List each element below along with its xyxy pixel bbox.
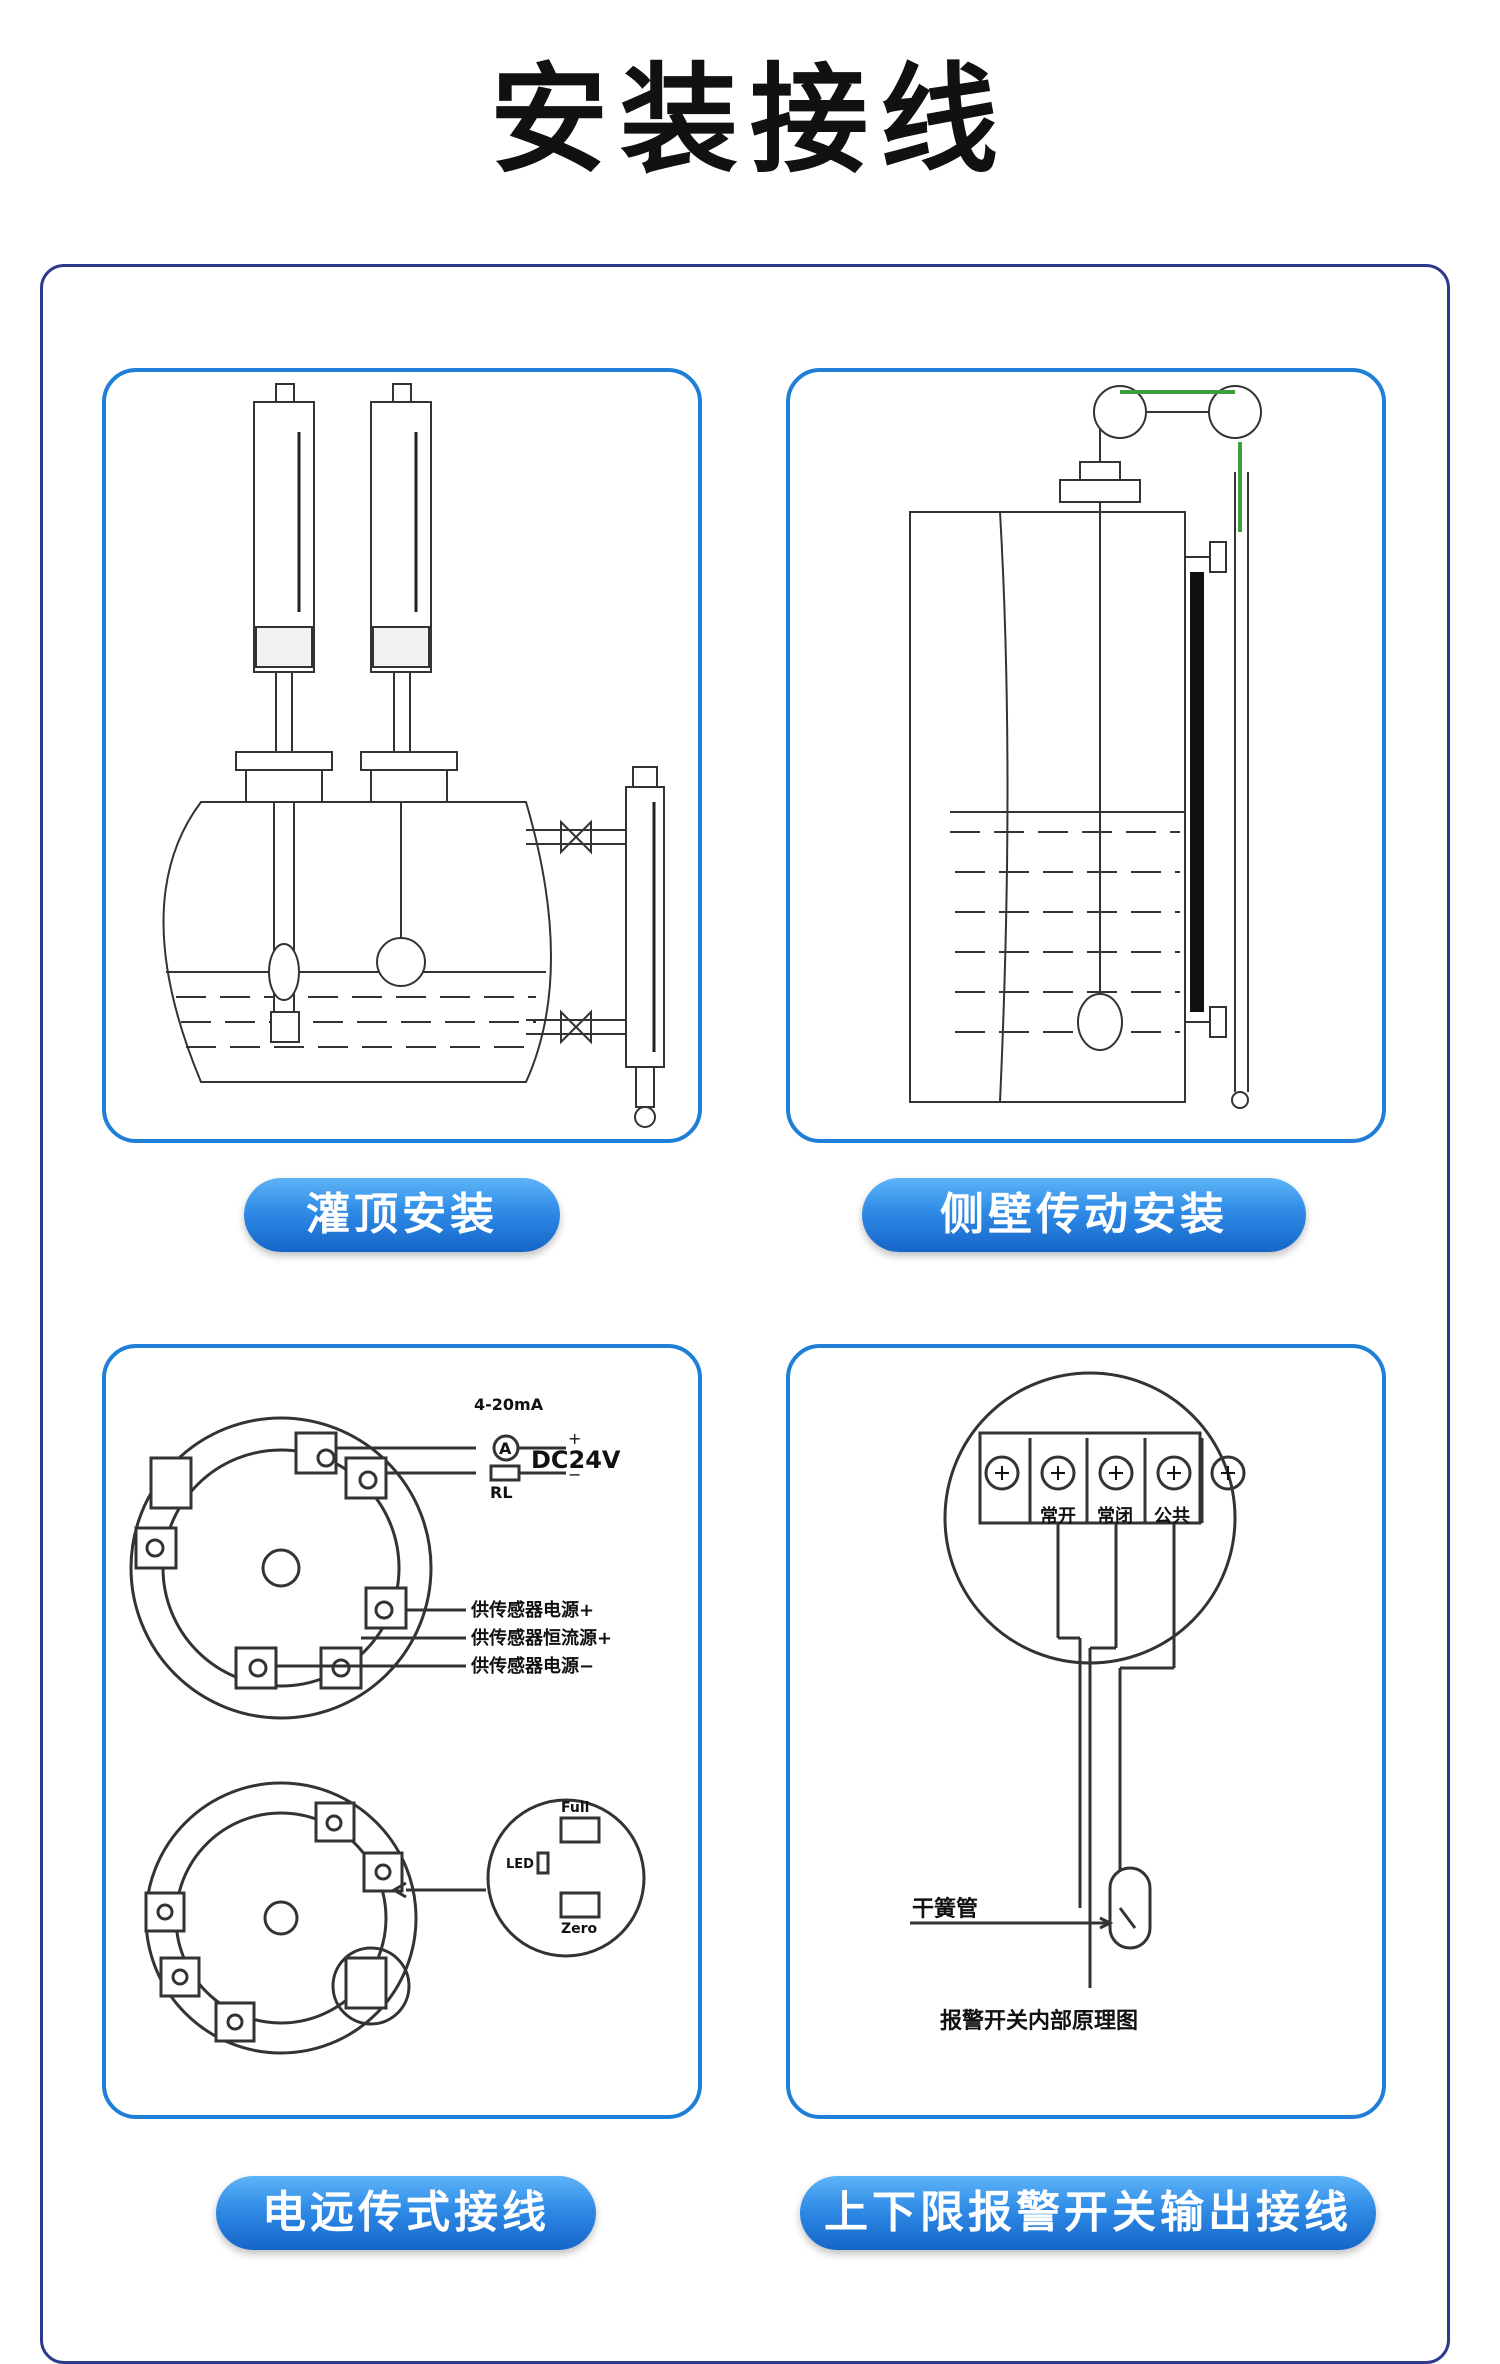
full-label: Full — [561, 1800, 589, 1816]
reed-switch-label: 干簧管 — [912, 1896, 978, 1922]
panel-transmitter-wiring: 4-20mA A DC24V + − RL 供传感器电源+ 供传感器恒流源+ 供… — [102, 1344, 702, 2119]
ammeter-label: A — [499, 1439, 512, 1458]
terminal-label-normally-closed: 常闭 — [1097, 1505, 1133, 1527]
zero-label: Zero — [561, 1921, 598, 1937]
minus-terminal-label: − — [568, 1465, 581, 1484]
led-label: LED — [506, 1857, 534, 1872]
alarm-diagram-caption: 报警开关内部原理图 — [940, 2008, 1138, 2034]
terminal-label-common: 公共 — [1154, 1506, 1190, 1527]
panel-top-install — [102, 368, 702, 1143]
alarm-wiring-diagram: 常开 常闭 公共 干簧管 报警开关内部原理图 — [910, 1371, 1246, 2034]
dc-voltage-label: DC24V — [531, 1446, 621, 1474]
transmitter-wiring-diagram: 4-20mA A DC24V + − RL 供传感器电源+ 供传感器恒流源+ 供… — [129, 1395, 646, 2055]
page-title: 安装接线 — [489, 51, 1010, 189]
sensor-power-minus-label: 供传感器电源− — [470, 1655, 594, 1677]
caption-top-install: 灌顶安装 — [244, 1178, 560, 1252]
panel-side-install — [786, 368, 1386, 1143]
side-install-diagram — [909, 385, 1262, 1109]
sensor-power-plus-label: 供传感器电源+ — [470, 1599, 594, 1621]
caption-transmitter-wiring: 电远传式接线 — [216, 2176, 596, 2250]
load-resistor-label: RL — [490, 1483, 513, 1502]
caption-side-install: 侧壁传动安装 — [862, 1178, 1306, 1252]
top-install-diagram — [162, 383, 665, 1128]
panel-alarm-wiring: 常开 常闭 公共 干簧管 报警开关内部原理图 — [786, 1344, 1386, 2119]
current-label: 4-20mA — [474, 1395, 544, 1414]
sensor-const-current-label: 供传感器恒流源+ — [470, 1627, 612, 1649]
magnetic-flap-indicator — [1190, 572, 1204, 1012]
terminal-label-normally-open: 常开 — [1040, 1505, 1076, 1527]
plus-terminal-label: + — [568, 1429, 581, 1448]
caption-alarm-wiring: 上下限报警开关输出接线 — [800, 2176, 1376, 2250]
